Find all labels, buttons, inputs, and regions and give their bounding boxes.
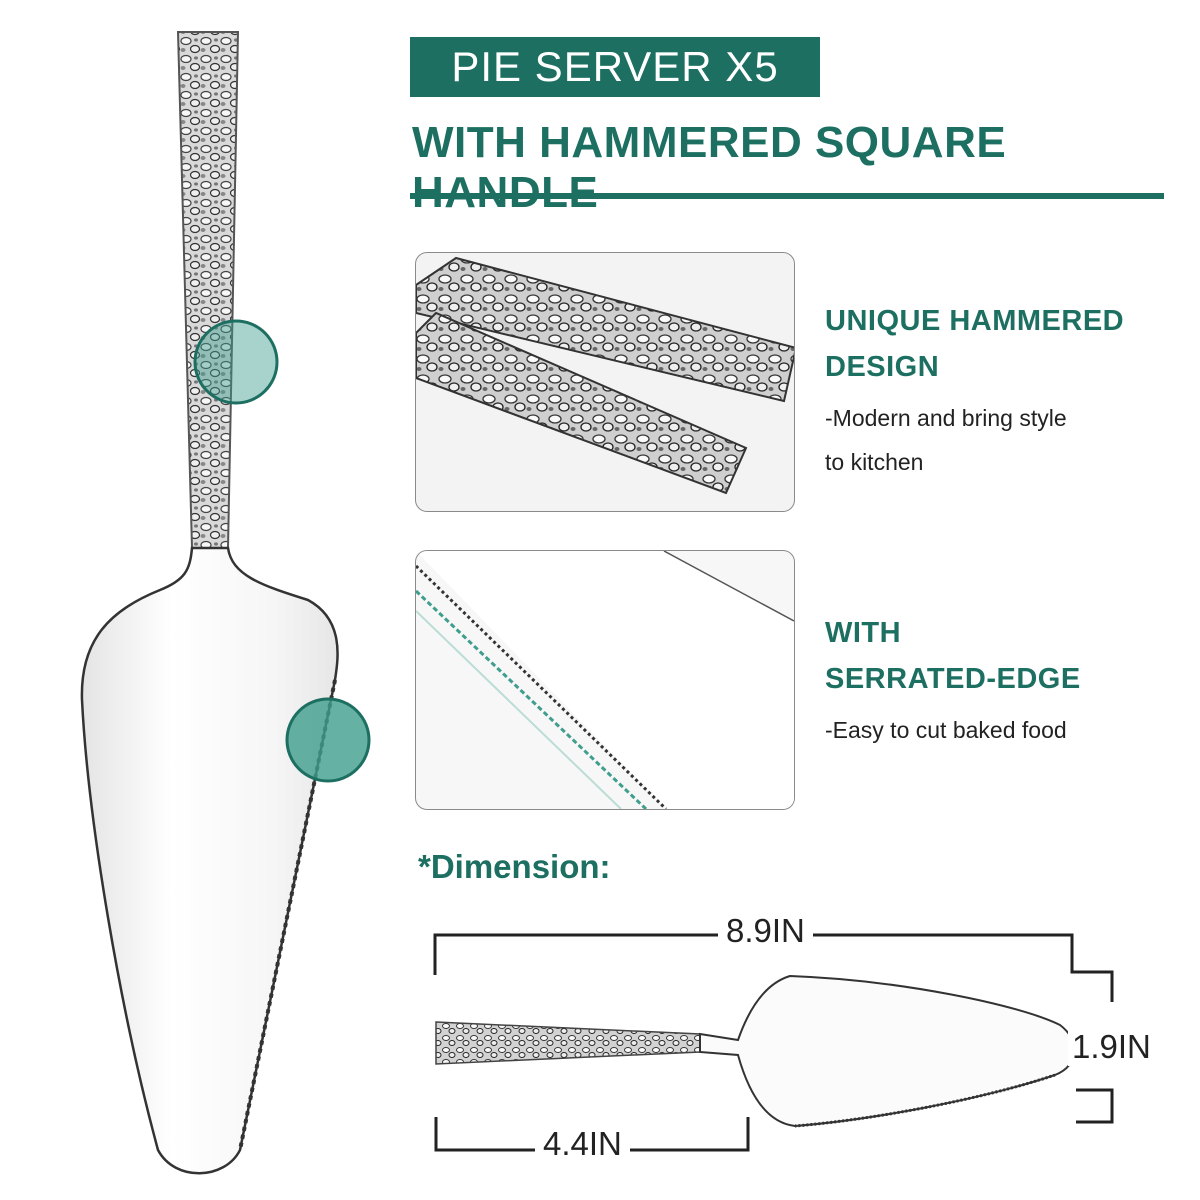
feature-title: DESIGN bbox=[825, 351, 940, 383]
feature-title: UNIQUE HAMMERED bbox=[825, 305, 1125, 337]
feature-hammered: UNIQUE HAMMERED DESIGN -Modern and bring… bbox=[825, 298, 1185, 484]
feature-desc: -Modern and bring style bbox=[825, 405, 1067, 431]
handle-length-label: 4.4IN bbox=[535, 1125, 630, 1163]
feature-serrated: WITH SERRATED-EDGE -Easy to cut baked fo… bbox=[825, 610, 1185, 752]
product-subtitle: WITH HAMMERED SQUARE HANDLE bbox=[412, 118, 1007, 217]
handle-highlight-circle bbox=[193, 319, 279, 405]
total-length-bracket bbox=[433, 933, 1114, 1002]
edge-highlight-circle bbox=[285, 697, 371, 783]
dimension-diagram bbox=[433, 933, 1114, 1152]
feature-title: SERRATED-EDGE bbox=[825, 663, 1081, 695]
feature-desc: -Easy to cut baked food bbox=[825, 717, 1067, 743]
serrated-closeup-panel bbox=[415, 550, 795, 810]
dimension-heading: *Dimension: bbox=[418, 848, 611, 885]
feature-title: WITH bbox=[825, 617, 902, 649]
serrated-edge-closeup-image bbox=[416, 551, 794, 809]
feature-desc: to kitchen bbox=[825, 449, 924, 475]
product-badge: PIE SERVER X5 bbox=[410, 37, 820, 97]
title-divider bbox=[410, 193, 1164, 199]
total-length-label: 8.9IN bbox=[718, 912, 813, 950]
width-label: 1.9IN bbox=[1068, 1028, 1155, 1066]
pie-server-hero-image bbox=[80, 31, 371, 1175]
width-bracket bbox=[1076, 1088, 1114, 1124]
hammered-handles-closeup-image bbox=[416, 256, 794, 495]
hammered-closeup-panel bbox=[415, 252, 795, 512]
